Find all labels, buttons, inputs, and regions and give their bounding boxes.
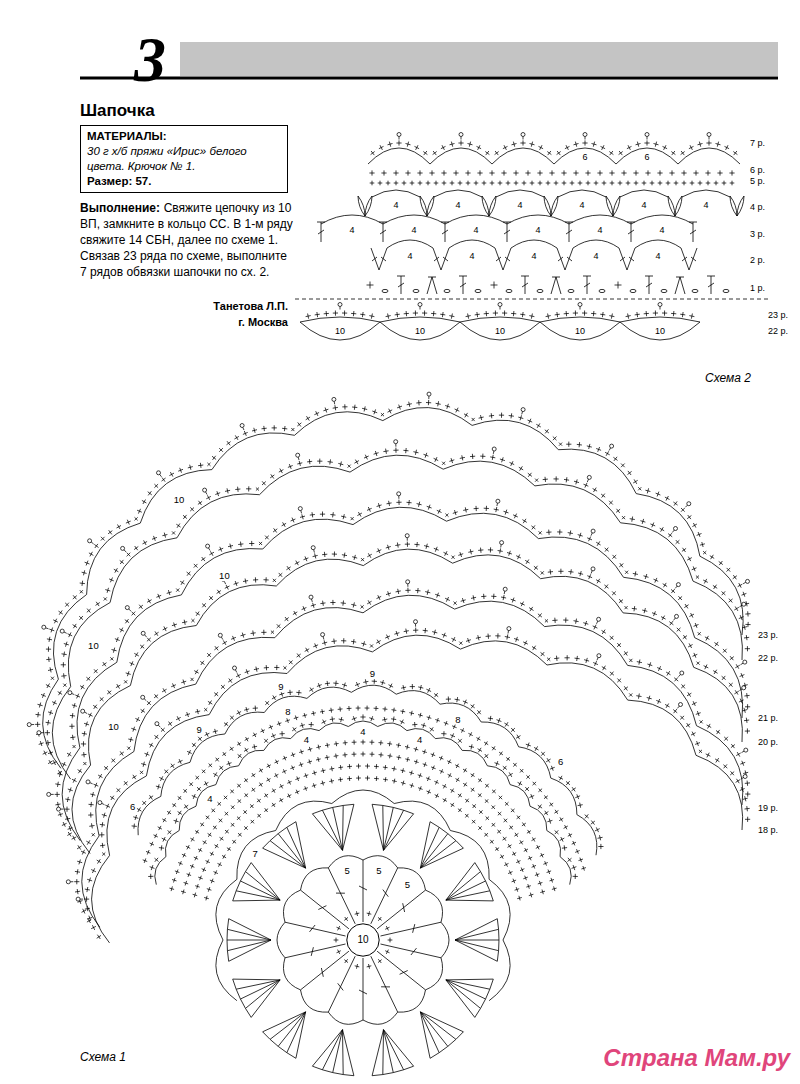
materials-text: 30 г х/б пряжи «Ирис» белого цвета. Крюч… <box>87 144 281 174</box>
materials-box: МАТЕРИАЛЫ:30 г х/б пряжи «Ирис» белого ц… <box>80 125 288 193</box>
stitch-count: 5 <box>404 880 411 890</box>
stitch-count: 4 <box>454 201 461 210</box>
stitch-count: 4 <box>592 252 599 261</box>
stitch-count: 10 <box>574 327 586 336</box>
section-number: 3 <box>134 28 166 92</box>
center-ring: 10 <box>346 923 380 957</box>
stitch-count: 7 <box>251 849 258 859</box>
stitch-count: 4 <box>516 201 523 210</box>
row-number: 1 р. <box>750 284 765 293</box>
stitch-count: 4 <box>392 201 399 210</box>
stitch-count: 4 <box>303 735 310 745</box>
stitch-count: 10 <box>218 571 231 581</box>
border-start-line <box>295 299 770 300</box>
author-name: Танетова Л.П. <box>213 301 288 312</box>
stitch-count: 4 <box>206 794 213 804</box>
stitch-count: 4 <box>472 226 479 235</box>
stitch-count: 4 <box>640 201 647 210</box>
header-rule <box>80 77 778 80</box>
row-number: 22 р. <box>757 654 779 663</box>
row-number: 22 р. <box>768 327 788 336</box>
author-city: г. Москва <box>238 317 288 328</box>
stitch-count: 6 <box>129 802 136 812</box>
stitch-count: 4 <box>359 727 366 737</box>
stitch-count: 9 <box>369 669 376 679</box>
single-crochet-marks <box>35 140 751 968</box>
stitch-count: 4 <box>410 226 417 235</box>
header-band <box>180 42 778 76</box>
stitch-count: 6 <box>557 757 564 767</box>
chain-arcs <box>43 148 743 1024</box>
stitch-count: 10 <box>654 327 666 336</box>
stitch-count: 4 <box>702 201 709 210</box>
materials-text: МАТЕРИАЛЫ: <box>87 129 281 144</box>
stitch-count: 4 <box>348 226 355 235</box>
stitch-count: 4 <box>406 252 413 261</box>
row-number: 18 р. <box>757 826 779 835</box>
stitch-count: 4 <box>416 735 423 745</box>
row-number: 5 р. <box>750 177 765 186</box>
stitch-count: 8 <box>284 707 291 717</box>
stitch-count: 4 <box>530 252 537 261</box>
stitch-count: 10 <box>357 935 368 945</box>
stitch-count: 10 <box>173 496 186 506</box>
chart-caption: Схема 1 <box>80 1051 126 1063</box>
stitch-symbols <box>227 196 744 1076</box>
chart-caption: Схема 2 <box>705 372 751 384</box>
page-title: Шапочка <box>80 102 155 119</box>
stitch-count: 4 <box>578 201 585 210</box>
row-number: 20 р. <box>757 738 779 747</box>
row-number: 21 р. <box>757 714 779 723</box>
stitch-count: 10 <box>87 641 100 651</box>
ring-circle <box>347 924 379 956</box>
stitch-count: 4 <box>534 226 541 235</box>
stitch-count: 4 <box>658 226 665 235</box>
materials-text: Размер: 57. <box>87 174 281 189</box>
stitch-count: 9 <box>277 682 284 692</box>
row-number: 23 р. <box>757 631 779 640</box>
row-number: 23 р. <box>768 311 788 320</box>
stitch-count: 4 <box>654 252 661 261</box>
stitch-count: 10 <box>494 327 506 336</box>
row-number: 7 р. <box>750 139 765 148</box>
row-number: 4 р. <box>750 203 765 212</box>
stitch-count: 4 <box>468 252 475 261</box>
stitch-count: 4 <box>596 226 603 235</box>
stitch-count: 10 <box>334 327 346 336</box>
stitch-count: 10 <box>414 327 426 336</box>
stitch-count: 8 <box>454 715 461 725</box>
stitch-count: 6 <box>643 153 650 162</box>
stitch-count: 10 <box>107 722 120 732</box>
row-number: 3 р. <box>750 230 765 239</box>
stitch-count: 9 <box>196 726 203 736</box>
row-number: 2 р. <box>750 256 765 265</box>
instructions-paragraph: Выполнение:Свяжите цепочку из 10 ВП, зам… <box>80 200 294 280</box>
row-number: 19 р. <box>757 804 779 813</box>
picot-marks <box>27 133 749 902</box>
instructions-heading: Выполнение: <box>80 201 160 215</box>
row-number: 6 р. <box>750 166 765 175</box>
stitch-count: 5 <box>344 866 351 876</box>
stitch-count: 6 <box>581 153 588 162</box>
stitch-count: 5 <box>375 866 382 876</box>
watermark: Страна Мам.ру <box>603 1046 790 1070</box>
